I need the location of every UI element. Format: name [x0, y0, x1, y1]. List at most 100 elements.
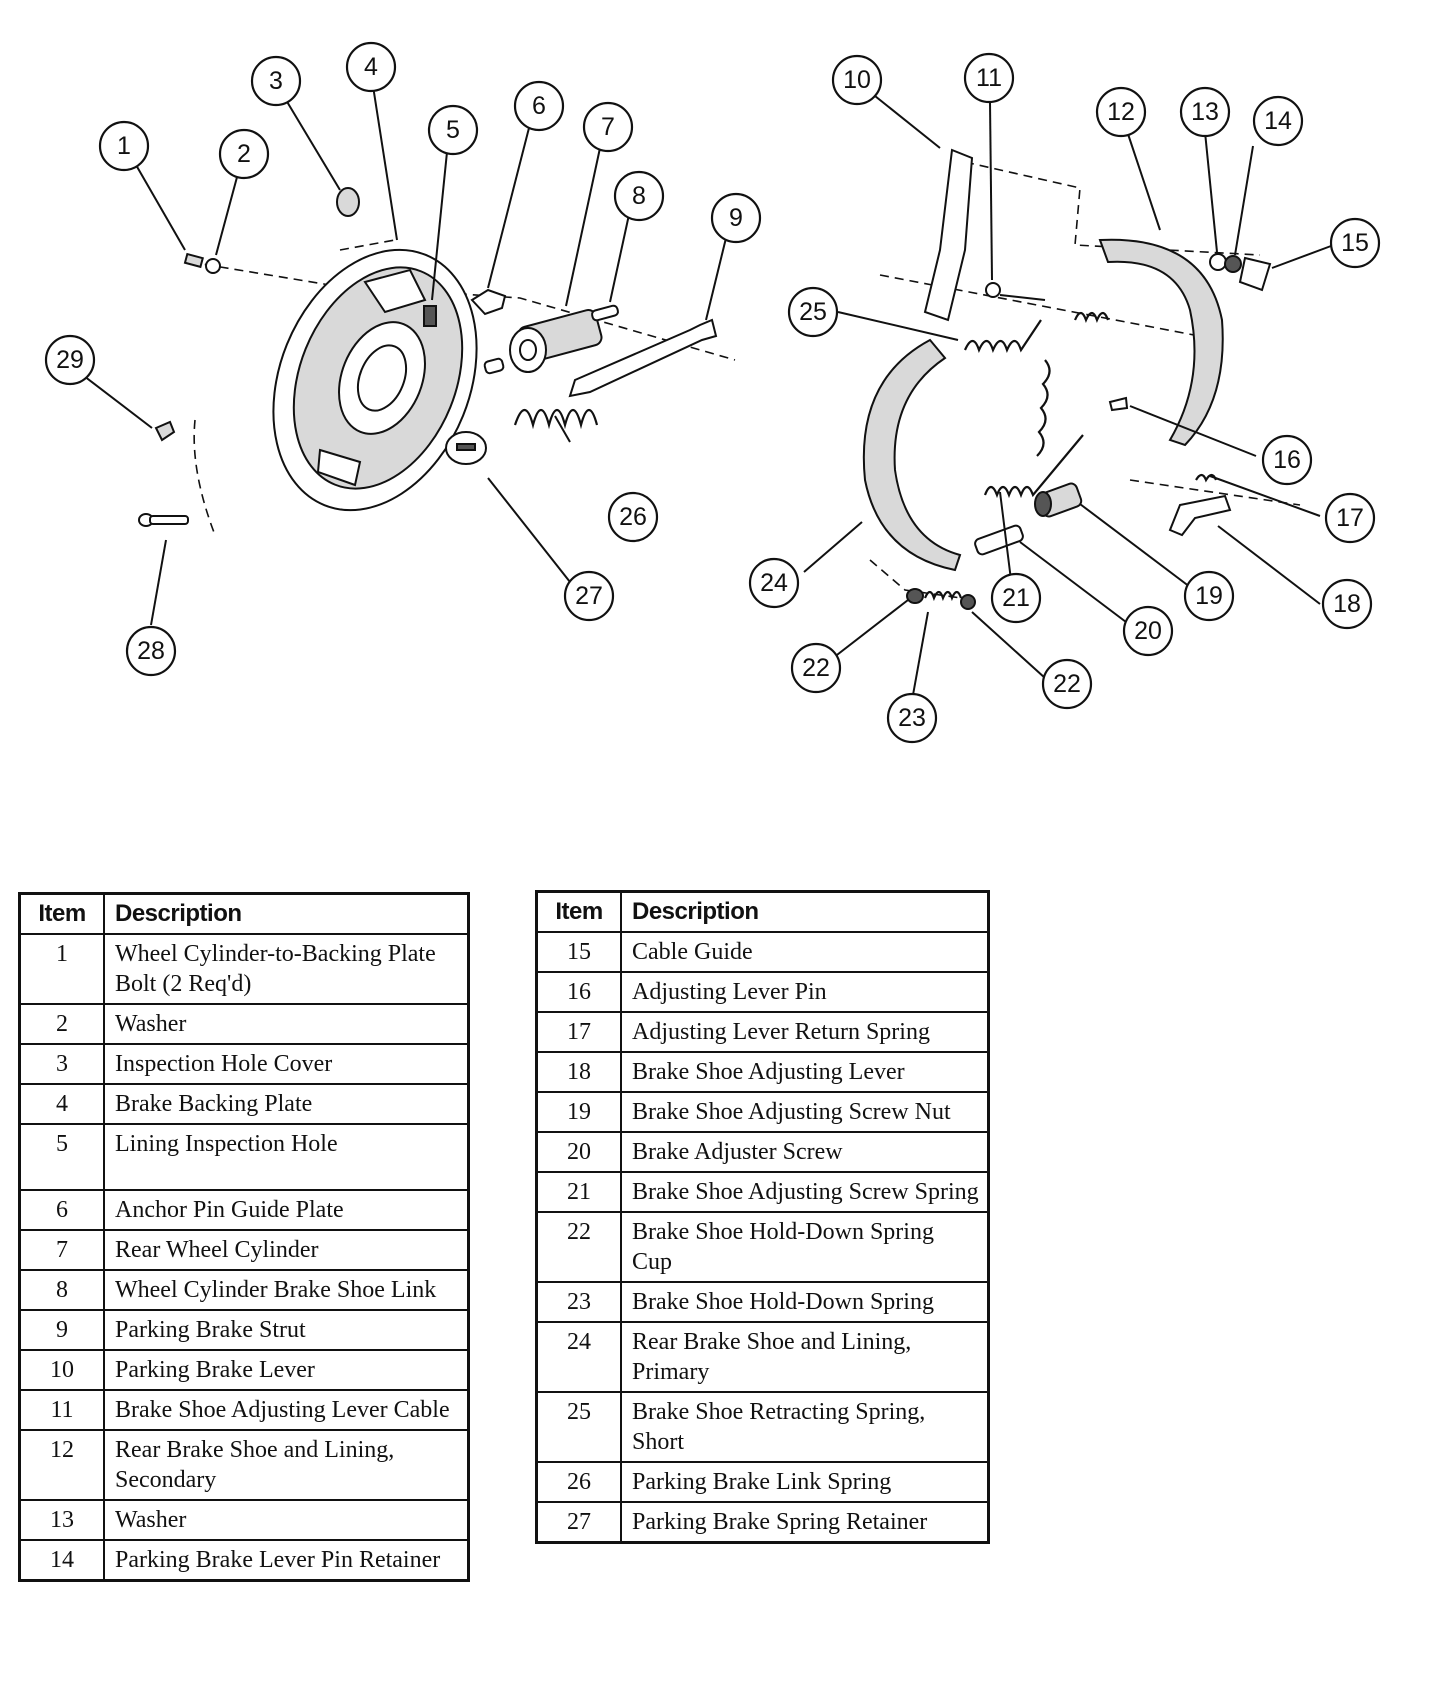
item-description: Brake Backing Plate: [103, 1083, 470, 1125]
callout-11-label: 11: [976, 64, 1002, 92]
callout-10-label: 10: [843, 66, 871, 94]
item-number: 5: [18, 1123, 105, 1191]
item-description: Anchor Pin Guide Plate: [103, 1189, 470, 1231]
header-item: Item: [18, 892, 105, 935]
item-description: Wheel Cylinder-to-Backing Plate Bolt (2 …: [103, 933, 470, 1005]
item-number: 25: [535, 1391, 622, 1463]
item-number: 8: [18, 1269, 105, 1311]
callout-12-label: 12: [1107, 98, 1135, 126]
callout-24-label: 24: [760, 569, 788, 597]
table-header-row: Item Description: [535, 890, 990, 933]
callout-8: 8: [613, 170, 665, 222]
item-number: 14: [18, 1539, 105, 1582]
header-item: Item: [535, 890, 622, 933]
callout-26-label: 26: [619, 503, 647, 531]
callout-3-label: 3: [269, 67, 283, 95]
brake-backing-plate-part: [272, 248, 478, 512]
parking-brake-link-spring-part: [513, 408, 599, 430]
item-description: Brake Adjuster Screw: [620, 1131, 990, 1173]
callout-21: 21: [990, 572, 1042, 624]
item-description: Brake Shoe Adjusting Screw Spring: [620, 1171, 990, 1213]
rear-wheel-cylinder-part: [483, 309, 603, 375]
adjusting-lever-part: [1168, 494, 1232, 537]
callout-13: 13: [1179, 86, 1231, 138]
callout-1: 1: [98, 120, 150, 172]
item-number: 23: [535, 1281, 622, 1323]
item-number: 17: [535, 1011, 622, 1053]
callout-4: 4: [345, 41, 397, 93]
parking-brake-lever-part: [923, 148, 974, 322]
callout-9: 9: [710, 192, 762, 244]
wheel-cylinder-link-part: [591, 304, 619, 322]
callout-22b-label: 22: [1053, 670, 1081, 698]
callout-27: 27: [563, 570, 615, 622]
item-number: 24: [535, 1321, 622, 1393]
washer-13-part: [1209, 253, 1227, 271]
callout-19-label: 19: [1195, 582, 1223, 610]
callout-29-label: 29: [56, 346, 84, 374]
anchor-pin-guide-plate-part: [470, 288, 507, 316]
item-number: 22: [535, 1211, 622, 1283]
callout-19: 19: [1183, 570, 1235, 622]
callout-18: 18: [1321, 578, 1373, 630]
item-description: Inspection Hole Cover: [103, 1043, 470, 1085]
callout-17: 17: [1324, 492, 1376, 544]
callout-2-label: 2: [237, 140, 251, 168]
item-number: 10: [18, 1349, 105, 1391]
callout-28: 28: [125, 625, 177, 677]
callout-18-label: 18: [1333, 590, 1361, 618]
callout-8-label: 8: [632, 182, 646, 210]
callout-22a: 22: [790, 642, 842, 694]
callout-6-label: 6: [532, 92, 546, 120]
right-assembly: [803, 95, 1332, 707]
cable-guide-part: [1238, 256, 1272, 292]
item-number: 1: [18, 933, 105, 1005]
item-description: Parking Brake Strut: [103, 1309, 470, 1351]
item-description: Parking Brake Link Spring: [620, 1461, 990, 1503]
item-description: Washer: [103, 1499, 470, 1541]
callout-10: 10: [831, 54, 883, 106]
item-number: 20: [535, 1131, 622, 1173]
callout-7-label: 7: [601, 113, 615, 141]
callout-15: 15: [1329, 217, 1381, 269]
item-number: 6: [18, 1189, 105, 1231]
callout-17-label: 17: [1336, 504, 1364, 532]
adjusting-screw-nut-part: [1034, 482, 1083, 518]
left-assembly: [83, 85, 736, 626]
callout-5: 5: [427, 104, 479, 156]
callout-25: 25: [787, 286, 839, 338]
item-description: Brake Shoe Hold-Down Spring: [620, 1281, 990, 1323]
item-description: Cable Guide: [620, 931, 990, 973]
item-description: Brake Shoe Adjusting Screw Nut: [620, 1091, 990, 1133]
header-description: Description: [103, 892, 470, 935]
item-number: 2: [18, 1003, 105, 1045]
callout-24: 24: [748, 557, 800, 609]
item-description: Adjusting Lever Return Spring: [620, 1011, 990, 1053]
callout-2: 2: [218, 128, 270, 180]
item-number: 21: [535, 1171, 622, 1213]
primary-shoe-part: [862, 338, 962, 572]
callout-7: 7: [582, 101, 634, 153]
item-number: 11: [18, 1389, 105, 1431]
callout-11: 11: [963, 52, 1015, 104]
table-header-row: Item Description: [18, 892, 470, 935]
callout-20: 20: [1122, 605, 1174, 657]
item-description: Parking Brake Lever Pin Retainer: [103, 1539, 470, 1582]
callout-16: 16: [1261, 434, 1313, 486]
callout-14: 14: [1252, 95, 1304, 147]
item-number: 27: [535, 1501, 622, 1544]
item-description: Lining Inspection Hole: [103, 1123, 470, 1191]
